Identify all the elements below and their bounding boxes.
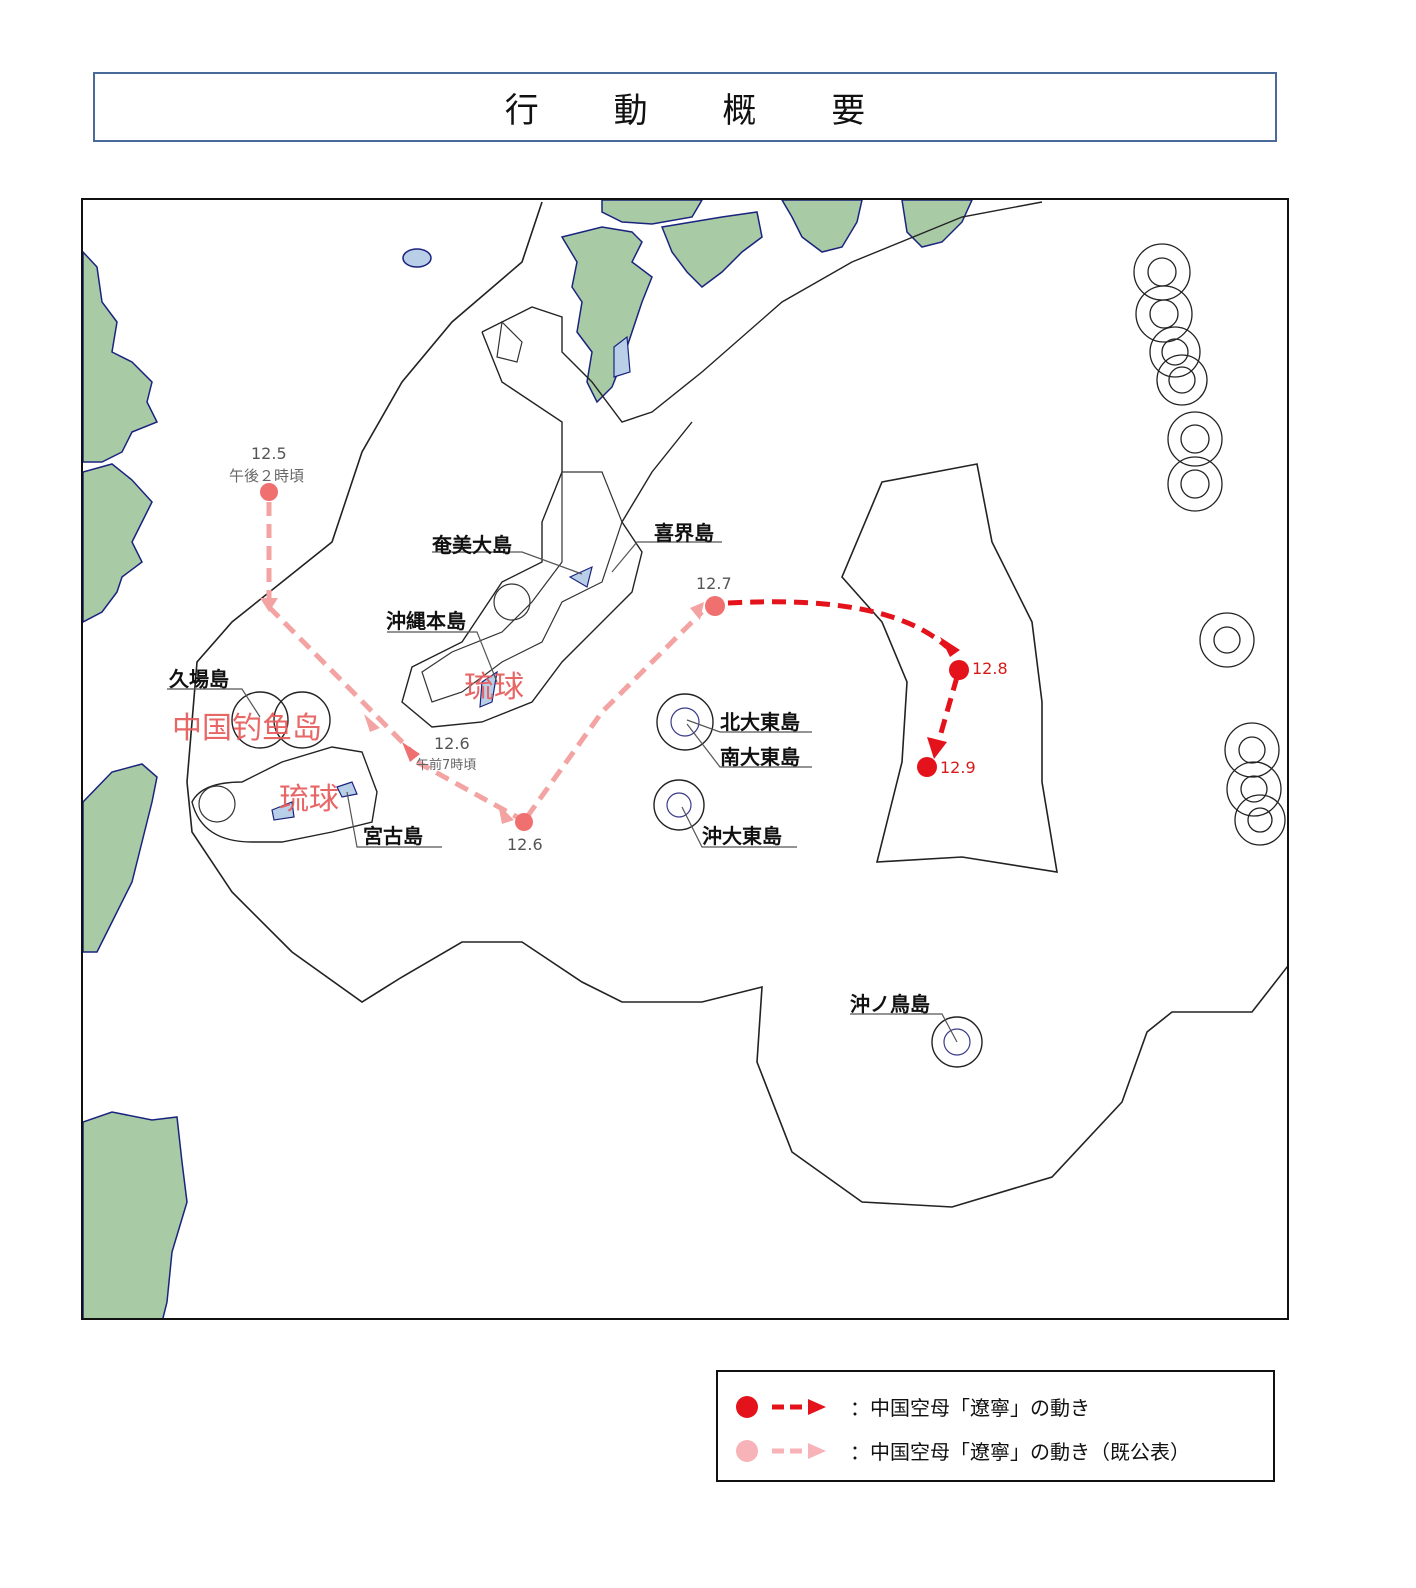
dot-12-8 xyxy=(949,660,969,680)
time-12-6a: 午前7時頃 xyxy=(416,758,477,773)
land-honshu-east xyxy=(901,200,973,248)
label-kikai: 喜界島 xyxy=(654,521,714,545)
dot-12-7 xyxy=(705,596,725,616)
label-okinotori: 沖ノ鳥島 xyxy=(850,992,930,1016)
label-miyako: 宮古島 xyxy=(363,824,423,848)
date-12-6b: 12.6 xyxy=(507,835,543,854)
title-box: 行 動 概 要 xyxy=(93,72,1277,142)
dot-12-5 xyxy=(260,483,278,501)
land-jeju xyxy=(402,248,432,268)
overlay-ryukyu-miyako: 琉球 xyxy=(279,782,339,817)
land-china-north xyxy=(83,250,159,463)
label-minamidaito: 南大東島 xyxy=(720,745,800,769)
red-dashed-arrow-icon xyxy=(772,1398,826,1415)
legend-text-previous: ：中国空母「遼寧」の動き（既公表） xyxy=(850,1440,1190,1464)
page-title: 行 動 概 要 xyxy=(504,90,898,131)
current-track xyxy=(727,599,949,649)
overlay-diaoyu: 中国钓鱼岛 xyxy=(172,711,322,746)
map: 奄美大島 喜界島 沖縄本島 久場島 宮古島 北大東島 南大東島 沖大東島 沖ノ鳥… xyxy=(81,198,1289,1320)
land-taiwan xyxy=(83,763,158,953)
label-okidaito: 沖大東島 xyxy=(702,824,782,848)
date-12-8: 12.8 xyxy=(972,659,1008,678)
land-kii xyxy=(781,200,863,253)
land-kyushu xyxy=(560,226,653,404)
dot-12-9 xyxy=(917,757,937,777)
date-12-7: 12.7 xyxy=(696,574,732,593)
date-12-9: 12.9 xyxy=(940,758,976,777)
land-shikoku xyxy=(660,211,763,288)
time-12-5: 午後２時頃 xyxy=(229,467,305,485)
legend-text-current: ：中国空母「遼寧」の動き xyxy=(850,1396,1090,1420)
legend-item-current: ：中国空母「遼寧」の動き xyxy=(736,1392,1090,1421)
ogasawara-islands xyxy=(1133,243,1286,846)
eez-pocket xyxy=(841,463,1058,873)
date-12-5: 12.5 xyxy=(251,444,287,463)
label-amami: 奄美大島 xyxy=(432,533,512,557)
land-china-south xyxy=(83,463,153,623)
ryukyu-inner xyxy=(421,320,623,703)
land-luzon xyxy=(83,1111,188,1318)
red-dot-icon xyxy=(736,1395,758,1418)
legend-item-previous: ：中国空母「遼寧」の動き（既公表） xyxy=(736,1436,1190,1465)
label-okinawa: 沖縄本島 xyxy=(386,609,466,633)
pink-dashed-arrow-icon xyxy=(772,1442,826,1459)
label-kuba: 久場島 xyxy=(169,667,229,691)
dot-12-6 xyxy=(515,813,533,831)
map-graphics xyxy=(83,200,1287,1318)
eez-boundary xyxy=(186,201,1287,1208)
date-12-6a: 12.6 xyxy=(434,734,470,753)
ryukyu-buffer xyxy=(401,201,1043,728)
overlay-ryukyu-okinawa: 琉球 xyxy=(464,670,524,705)
legend: ：中国空母「遼寧」の動き ：中国空母「遼寧」の動き（既公表） xyxy=(716,1370,1275,1482)
land-honshu-west xyxy=(601,200,703,225)
label-kitadaito: 北大東島 xyxy=(720,710,800,734)
pink-dot-icon xyxy=(736,1439,758,1462)
